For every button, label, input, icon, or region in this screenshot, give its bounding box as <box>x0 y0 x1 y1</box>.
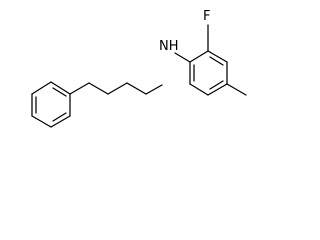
ring-double-bond-1 <box>209 56 224 66</box>
chain-bond-4 <box>126 82 147 95</box>
phenyl-double-bond-2 <box>52 112 67 122</box>
substituted-ring <box>189 50 228 96</box>
substituent-bonds <box>207 24 247 96</box>
phenyl-double-bond-1 <box>52 87 67 97</box>
ring-bond-1 <box>189 50 209 63</box>
ring-bond-2 <box>207 50 228 63</box>
chain-to-n-bond <box>145 84 163 95</box>
amine-bonds <box>174 52 191 63</box>
n-to-ring-bond <box>174 52 191 63</box>
phenyl-bond-6 <box>31 81 52 95</box>
ring-double-bond-2 <box>209 80 224 90</box>
ring-bond-4 <box>207 83 228 96</box>
phenyl-bond-1 <box>50 81 71 95</box>
phenyl-bond-3 <box>50 115 71 128</box>
amine-label: NH <box>159 39 179 54</box>
molecule-structure: F NH <box>31 9 247 128</box>
ring-bond-5 <box>189 83 209 96</box>
chain-bond-2 <box>88 82 109 95</box>
phenyl-bond-4 <box>31 115 52 128</box>
chain-bond-3 <box>107 82 128 95</box>
chain-bond-1 <box>69 82 90 95</box>
ring-to-methyl-bond <box>226 83 247 96</box>
phenyl-ring <box>31 81 71 128</box>
propyl-chain <box>69 82 163 95</box>
fluorine-label: F <box>203 9 210 24</box>
